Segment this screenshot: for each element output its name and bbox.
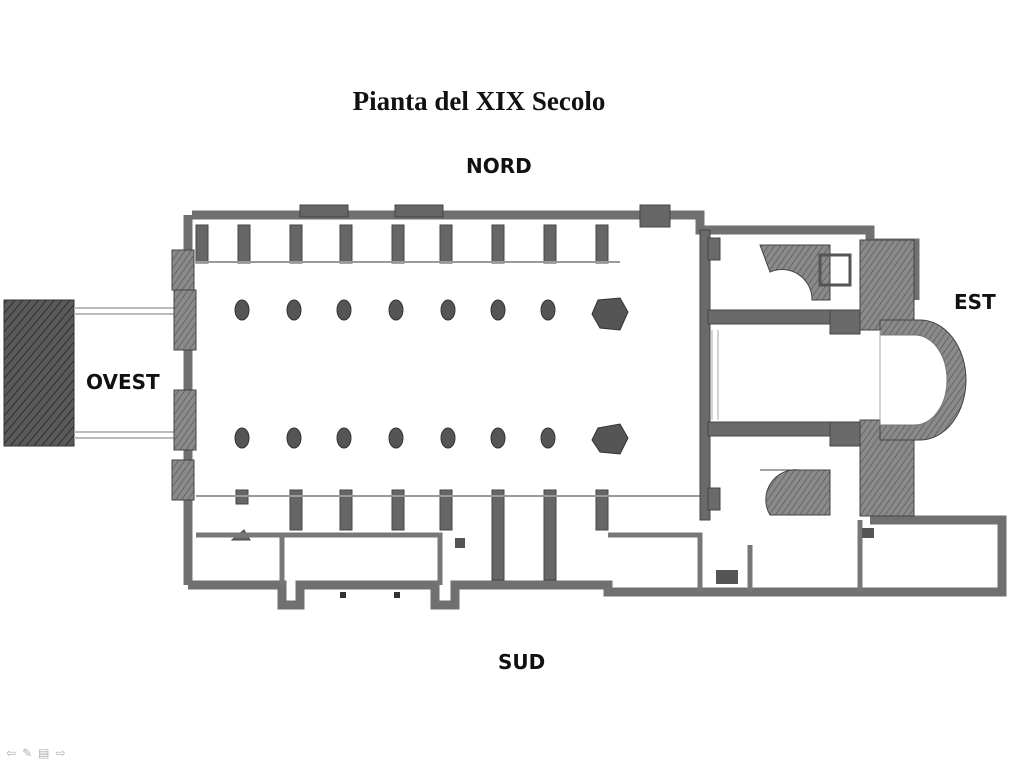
- west-label: OVEST: [86, 370, 160, 394]
- transept-walls: [699, 229, 861, 521]
- south-chapels: [230, 489, 609, 581]
- nave-columns-north: [234, 297, 629, 331]
- north-label: NORD: [466, 154, 532, 178]
- nave-columns-south: [234, 423, 629, 455]
- apse-inner: [879, 334, 948, 426]
- south-rooms: [196, 520, 863, 592]
- facade-piers: [171, 249, 197, 501]
- pen-icon[interactable]: ✎: [22, 746, 33, 760]
- minor-details: [455, 253, 874, 584]
- presbytery-steps: [711, 330, 881, 420]
- slide-controls: ⇦ ✎ ▤ ⇨: [6, 746, 66, 760]
- east-label: EST: [954, 290, 996, 314]
- next-slide-icon[interactable]: ⇨: [55, 746, 66, 760]
- south-posts: [340, 592, 400, 598]
- prev-slide-icon[interactable]: ⇦: [6, 746, 17, 760]
- plan-title: Pianta del XIX Secolo: [352, 86, 606, 116]
- south-label: SUD: [498, 650, 546, 674]
- west-connector-lines: [74, 307, 178, 439]
- west-building-block: [3, 299, 75, 447]
- menu-icon[interactable]: ▤: [38, 746, 50, 760]
